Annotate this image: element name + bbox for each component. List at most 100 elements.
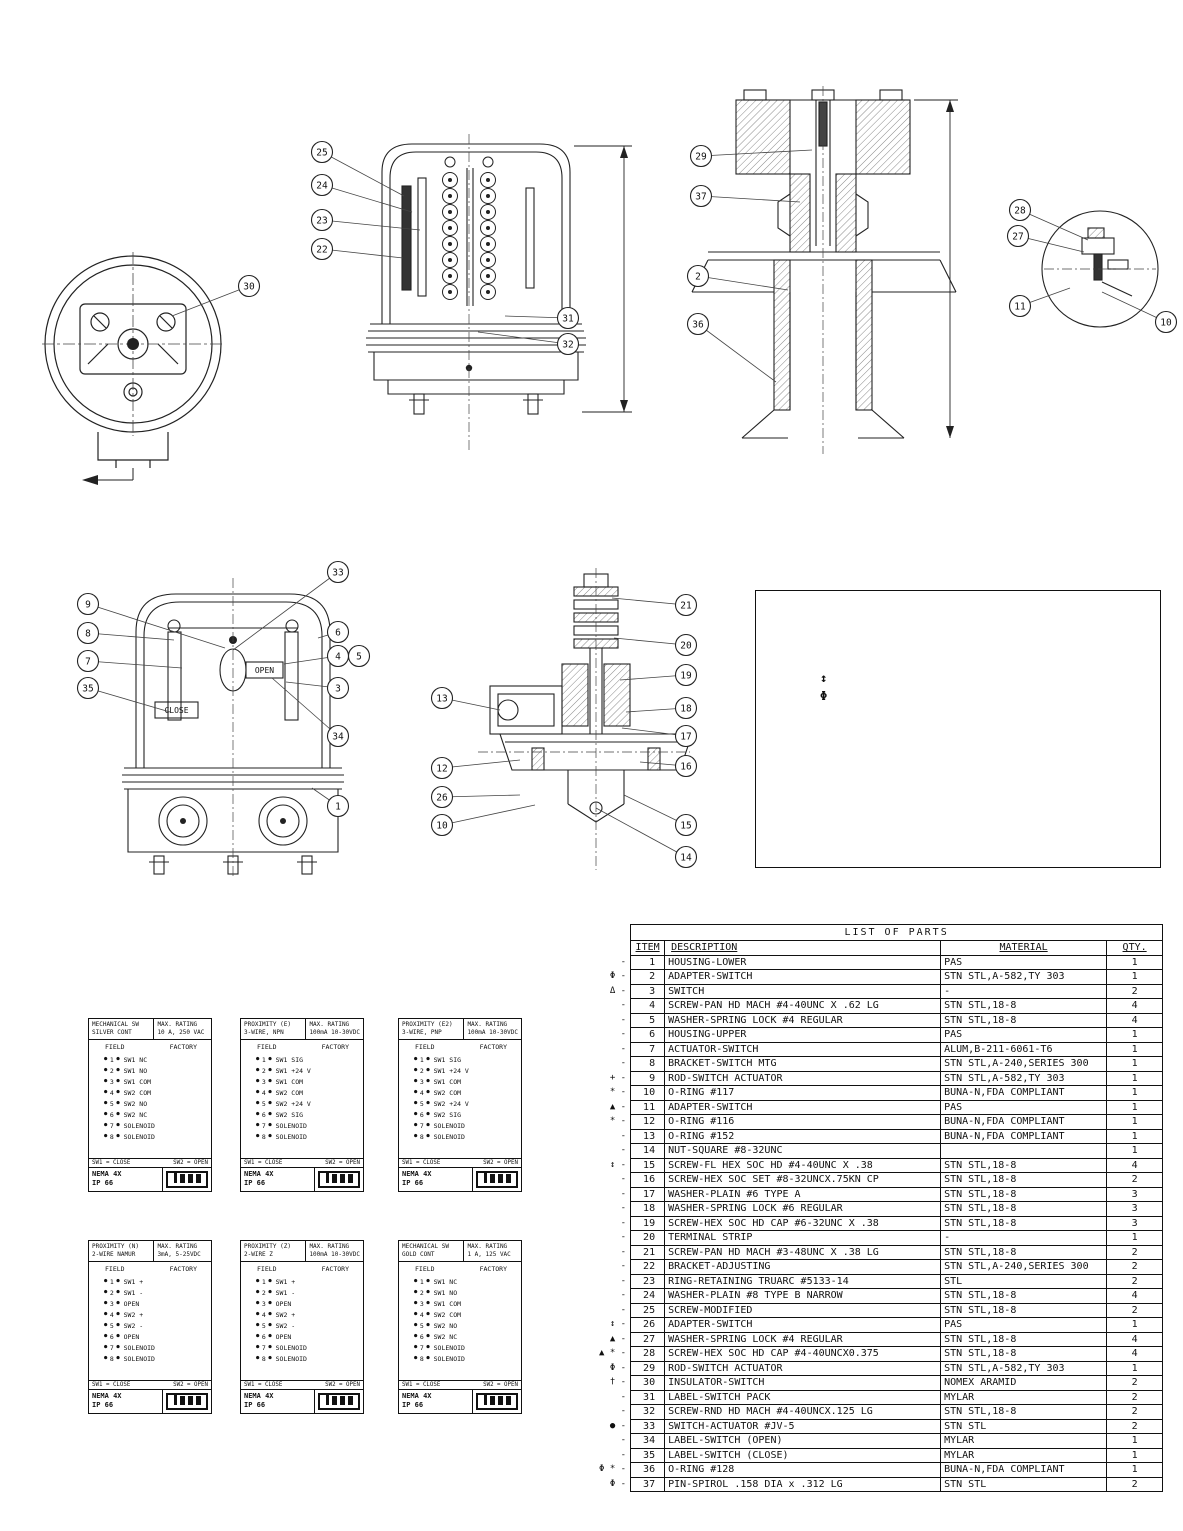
- terminal-row: ●6●SW2 SIG: [256, 1110, 304, 1119]
- row-prefix-symbol: ▲ * -: [599, 1348, 627, 1359]
- terminal-row: ●2●SW1 -: [104, 1288, 144, 1297]
- svg-text:22: 22: [316, 245, 327, 256]
- parts-list-table: LIST OF PARTS ITEM DESCRIPTION MATERIAL …: [596, 924, 1164, 1492]
- svg-text:8: 8: [85, 629, 91, 640]
- row-prefix-symbol: -: [620, 1145, 627, 1156]
- top-view-drawing: [42, 252, 224, 485]
- terminal-row: ●6●SW2 NC: [414, 1332, 458, 1341]
- brand-logo: [166, 1393, 208, 1410]
- brand-logo: [476, 1393, 518, 1410]
- switch-type: PROXIMITY (Z)2-WIRE Z: [241, 1241, 307, 1262]
- svg-text:10: 10: [436, 821, 448, 832]
- row-prefix-symbol: -: [620, 1275, 627, 1286]
- section-view-drawing: [691, 86, 958, 454]
- row-prefix-symbol: * -: [609, 1116, 627, 1127]
- terminal-row: ●2●SW1 NO: [104, 1066, 148, 1075]
- column-header-item: ITEM: [630, 940, 666, 956]
- column-header-qty: QTY.: [1106, 940, 1164, 956]
- terminal-rows: ●1●SW1 SIG●2●SW1 +24 V●3●SW1 COM●4●SW2 C…: [241, 1052, 363, 1158]
- terminal-rows: ●1●SW1 +●2●SW1 -●3●OPEN●4●SW2 +●5●SW2 -●…: [241, 1274, 363, 1380]
- terminal-row: ●1●SW1 NC: [414, 1277, 458, 1286]
- switch-type: PROXIMITY (N)2-WIRE NAMUR: [89, 1241, 155, 1262]
- terminal-row: ●4●SW2 COM: [414, 1088, 462, 1097]
- terminal-row: ●4●SW2 COM: [256, 1088, 304, 1097]
- detail-view-drawing: [1041, 210, 1159, 328]
- terminal-row: ●8●SOLENOID: [414, 1132, 465, 1141]
- row-prefix-symbol: Φ -: [609, 1478, 627, 1489]
- terminal-row: ●8●SOLENOID: [256, 1132, 307, 1141]
- svg-text:12: 12: [436, 764, 447, 775]
- row-prefix-symbol: -: [620, 1304, 627, 1315]
- row-prefix-symbol: † -: [609, 1377, 627, 1388]
- row-prefix-symbol: -: [620, 1449, 627, 1460]
- terminal-row: ●3●SW1 COM: [414, 1299, 462, 1308]
- svg-text:24: 24: [316, 181, 328, 192]
- terminal-row: ●4●SW2 +: [256, 1310, 296, 1319]
- terminal-row: ●7●SOLENOID: [414, 1121, 465, 1130]
- row-prefix-symbol: -: [620, 1029, 627, 1040]
- row-prefix-symbol: -: [620, 1203, 627, 1214]
- row-prefix-symbol: ↕ -: [609, 1159, 627, 1170]
- terminal-row: ●5●SW2 -: [104, 1321, 144, 1330]
- row-prefix-symbol: -: [620, 1232, 627, 1243]
- row-prefix-symbol: -: [620, 1174, 627, 1185]
- close-label: CLOSE: [164, 706, 188, 715]
- brand-logo: [166, 1171, 208, 1188]
- row-prefix-symbol: * -: [609, 1087, 627, 1098]
- actuator-section-drawing: [478, 568, 693, 870]
- terminal-row: ●5●SW2 +24 V: [414, 1099, 469, 1108]
- switch-type: PROXIMITY (E)3-WIRE, NPN: [241, 1019, 307, 1040]
- row-prefix-symbol: Φ -: [609, 971, 627, 982]
- row-prefix-symbol: ● -: [609, 1420, 627, 1431]
- terminal-rows: ●1●SW1 SIG●2●SW1 +24 V●3●SW1 COM●4●SW2 C…: [399, 1052, 521, 1158]
- terminal-rows: ●1●SW1 NC●2●SW1 NO●3●SW1 COM●4●SW2 COM●5…: [399, 1274, 521, 1380]
- row-prefix-symbol: -: [620, 1014, 627, 1025]
- terminal-row: ●5●SW2 NO: [414, 1321, 458, 1330]
- brand-logo: [476, 1171, 518, 1188]
- terminal-row: ●2●SW1 -: [256, 1288, 296, 1297]
- callout-bubble-8: 8: [76, 621, 100, 645]
- terminal-row: ●1●SW1 +: [104, 1277, 144, 1286]
- row-prefix-symbol: ▲ -: [609, 1101, 627, 1112]
- terminal-row: ●5●SW2 +24 V: [256, 1099, 311, 1108]
- column-header-description: DESCRIPTION: [664, 940, 942, 956]
